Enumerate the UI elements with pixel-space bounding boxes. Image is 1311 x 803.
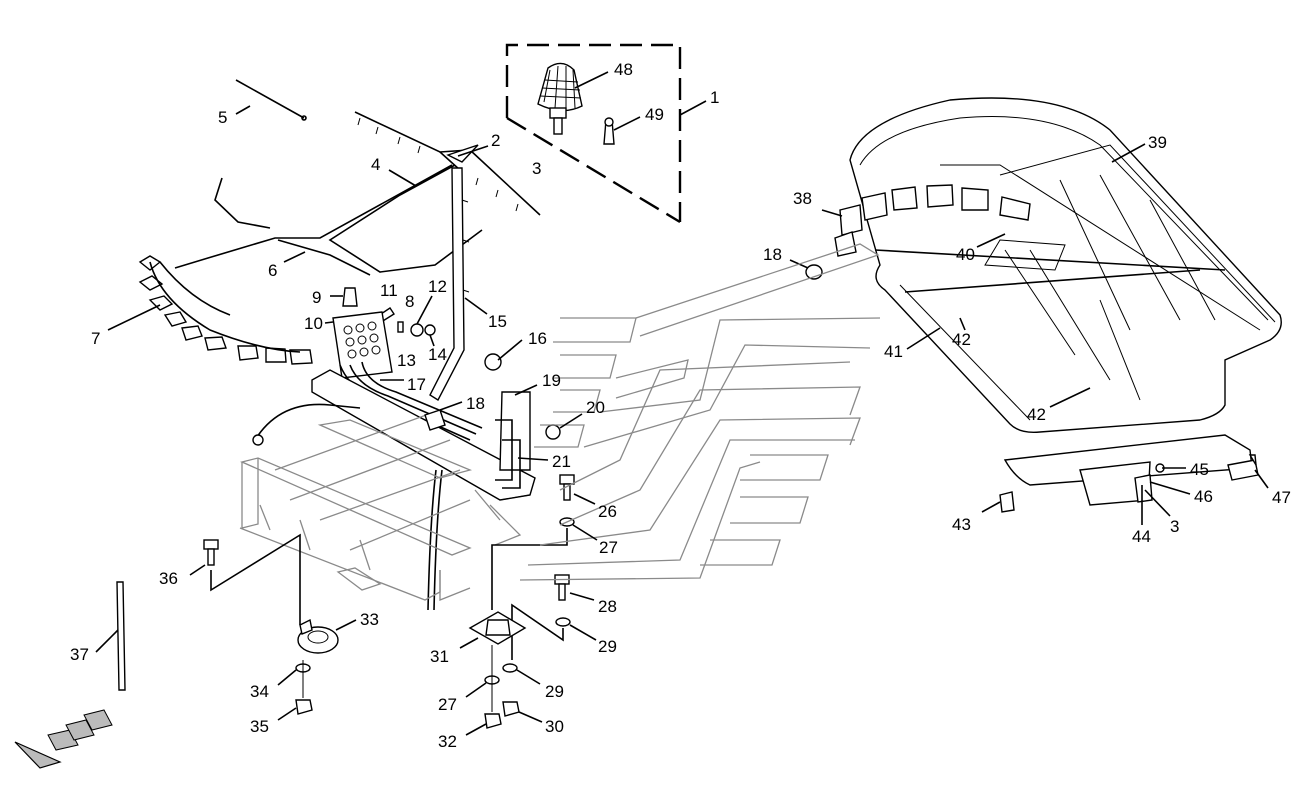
- beacon-lamp-icon: [537, 62, 609, 135]
- callout-33: 33: [360, 610, 379, 629]
- mount-assembly: [468, 574, 571, 729]
- callout-42-lower: 42: [1027, 405, 1046, 424]
- callout-11: 11: [380, 281, 398, 300]
- callout-37: 37: [70, 645, 89, 664]
- callout-8: 8: [405, 292, 414, 311]
- callout-38: 38: [793, 189, 812, 208]
- horn-icon: [295, 618, 339, 715]
- direction-arrow-icon: [14, 709, 113, 769]
- leader-lines: [107, 105, 1146, 736]
- callout-35: 35: [250, 717, 269, 736]
- callout-45: 45: [1190, 460, 1209, 479]
- callout-10: 10: [304, 314, 323, 333]
- callout-41: 41: [884, 342, 903, 361]
- callout-30: 30: [545, 717, 564, 736]
- callout-13: 13: [397, 351, 416, 370]
- chassis-frame: [239, 409, 522, 601]
- cable-rail: [252, 361, 536, 611]
- switch-panel: [324, 311, 393, 379]
- callout-31: 31: [430, 647, 449, 666]
- cable-loom: [174, 79, 541, 401]
- callout-labels: 48 49 1 5 2 3 4 6 7 9 11 8 12 10 13 14 1…: [70, 60, 1291, 751]
- callout-3: 3: [532, 159, 541, 178]
- callout-29: 29: [598, 637, 617, 656]
- callout-5: 5: [218, 108, 227, 127]
- callout-9: 9: [312, 288, 321, 307]
- callout-29-lower: 29: [545, 682, 564, 701]
- bolt-set-b: [203, 533, 301, 625]
- callout-27: 27: [599, 538, 618, 557]
- callout-1: 1: [710, 88, 719, 107]
- callout-20: 20: [586, 398, 605, 417]
- callout-48: 48: [614, 60, 633, 79]
- callout-15: 15: [488, 312, 507, 331]
- callout-18: 18: [466, 394, 485, 413]
- callout-26: 26: [598, 502, 617, 521]
- callout-14: 14: [428, 345, 447, 364]
- callout-28: 28: [598, 597, 617, 616]
- callout-16: 16: [528, 329, 547, 348]
- bracket-plate: [424, 353, 561, 489]
- light-strip: [138, 255, 313, 365]
- callout-12: 12: [428, 277, 447, 296]
- callout-7: 7: [91, 329, 100, 348]
- callout-18-right: 18: [763, 245, 782, 264]
- callout-40: 40: [956, 245, 975, 264]
- callout-32: 32: [438, 732, 457, 751]
- callout-42: 42: [952, 330, 971, 349]
- strip-icon: [95, 581, 126, 691]
- callout-6: 6: [268, 261, 277, 280]
- callout-3-right: 3: [1170, 517, 1179, 536]
- callout-46: 46: [1194, 487, 1213, 506]
- beacon-kit-box: [505, 43, 682, 224]
- connector-icon: [330, 287, 358, 307]
- callout-49: 49: [645, 105, 664, 124]
- callout-17: 17: [407, 375, 426, 394]
- small-parts: [374, 295, 436, 347]
- callout-43: 43: [952, 515, 971, 534]
- callout-21: 21: [552, 452, 571, 471]
- rear-bracket: [981, 434, 1269, 525]
- cab-roof: [849, 97, 1282, 434]
- callout-27-lower: 27: [438, 695, 457, 714]
- callout-44: 44: [1132, 527, 1151, 546]
- callout-34: 34: [250, 682, 269, 701]
- callout-39: 39: [1148, 133, 1167, 152]
- callout-19: 19: [542, 371, 561, 390]
- fitting-icon: [603, 116, 641, 145]
- callout-2: 2: [491, 131, 500, 150]
- callout-4: 4: [371, 155, 380, 174]
- callout-36: 36: [159, 569, 178, 588]
- callout-47: 47: [1272, 488, 1291, 507]
- reference-outlines: [519, 243, 881, 581]
